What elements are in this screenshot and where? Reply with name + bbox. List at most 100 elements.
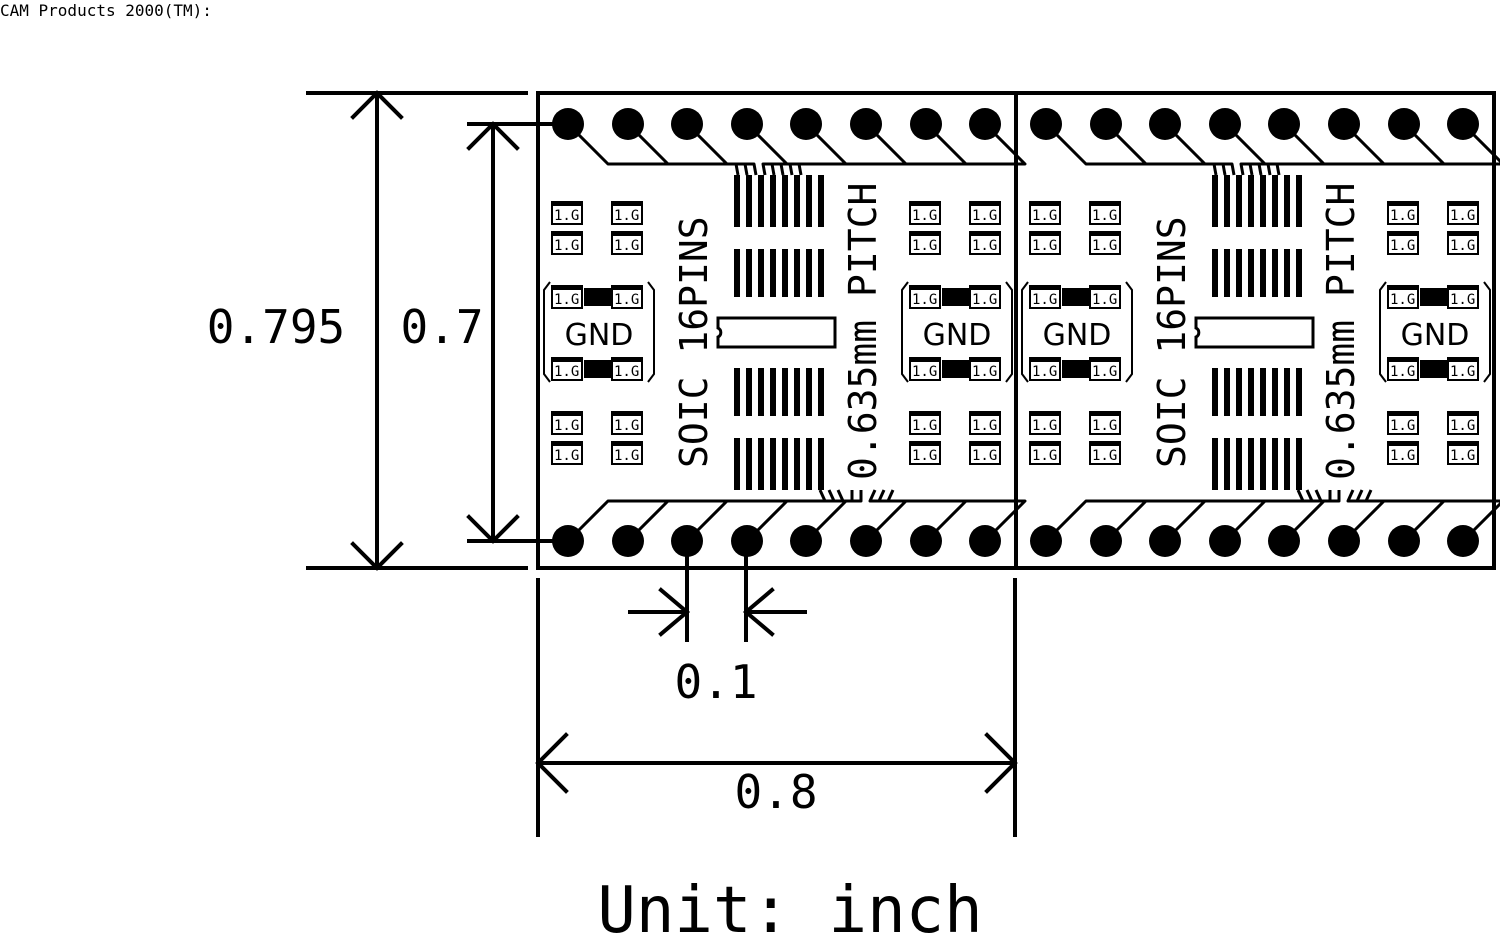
pitch-label: 0.635mm PITCH [841, 183, 885, 480]
soic-pad-top-4 [770, 175, 776, 227]
pin-top-7 [1388, 108, 1420, 140]
smd-pad-bar [970, 442, 1000, 446]
soic-pad-top-5 [1260, 175, 1266, 227]
pad-label: 1.G [1032, 238, 1057, 254]
smd-pad-2-2: 1.G [611, 231, 643, 255]
board-outline [1014, 91, 1496, 570]
smd-pad-2-4: 1.G [611, 357, 643, 381]
smd-pad-1-5: 1.G [1029, 411, 1061, 435]
gnd-label: GND [1043, 318, 1112, 353]
smd-pad-bar [1030, 442, 1060, 446]
gnd-bracket-left [1379, 281, 1387, 383]
trace-bottom-5 [804, 490, 863, 543]
smd-pad-2-1: 1.G [611, 201, 643, 225]
pad-label: 1.G [1092, 448, 1117, 464]
gnd-block-1: GND [543, 281, 655, 383]
pad-label: 1.G [1450, 238, 1475, 254]
smd-pad-bar [552, 358, 582, 362]
pad-label: 1.G [554, 448, 579, 464]
smd-pad-1-4: 1.G [551, 357, 583, 381]
smd-pad-3-6: 1.G [1387, 441, 1419, 465]
pad-label: 1.G [1390, 448, 1415, 464]
pin-bottom-1 [552, 525, 584, 557]
smd-pad-4-1: 1.G [1447, 201, 1479, 225]
soic-pad-bottom-inner-6 [1272, 368, 1278, 416]
gnd-pad-top [1420, 288, 1448, 306]
gnd-pad-bottom [584, 360, 612, 378]
smd-pad-bar [552, 232, 582, 236]
pin-bottom-4 [731, 525, 763, 557]
pad-label: 1.G [1092, 292, 1117, 308]
soic-pad-bottom-5 [782, 438, 788, 490]
smd-pad-bar [1448, 202, 1478, 206]
soic-pad-bottom-7 [1284, 438, 1290, 490]
pad-label: 1.G [912, 238, 937, 254]
smd-pad-bar [612, 232, 642, 236]
package-label: SOIC 16PINS [672, 216, 716, 468]
dim-label-board-width: 0.8 [734, 765, 817, 819]
pad-label: 1.G [1390, 238, 1415, 254]
soic-pad-bottom-7 [806, 438, 812, 490]
smd-pad-3-4: 1.G [1387, 357, 1419, 381]
smd-pad-3-3: 1.G [1387, 285, 1419, 309]
pad-label: 1.G [1092, 238, 1117, 254]
soic-pad-bottom-inner-8 [818, 368, 824, 416]
pad-label: 1.G [614, 448, 639, 464]
soic-pad-top-inner-4 [770, 249, 776, 297]
pad-label: 1.G [912, 364, 937, 380]
board-2: 1.G 1.G 1.G 1.G 1.G 1.G 1.G 1.G 1.G 1.G 1.G 1.G 1.G 1… [1014, 91, 1500, 570]
pin-top-1 [552, 108, 584, 140]
pin-bottom-5 [790, 525, 822, 557]
soic-pad-top-8 [818, 175, 824, 227]
trace-top-8 [797, 122, 1027, 176]
pad-label: 1.G [1092, 364, 1117, 380]
pin-top-4 [731, 108, 763, 140]
pin-top-5 [790, 108, 822, 140]
pad-label: 1.G [614, 292, 639, 308]
smd-pad-2-1: 1.G [1089, 201, 1121, 225]
pad-label: 1.G [1450, 364, 1475, 380]
smd-pad-3-2: 1.G [1387, 231, 1419, 255]
gnd-bracket-right [1483, 281, 1491, 383]
smd-pad-bar [1030, 412, 1060, 416]
trace-group [566, 122, 1027, 543]
pin-bottom-1 [1030, 525, 1062, 557]
smd-pad-bar [910, 358, 940, 362]
soic-pad-top-2 [1224, 175, 1230, 227]
pin-top-3 [671, 108, 703, 140]
pad-label: 1.G [1450, 208, 1475, 224]
soic-pad-top-6 [1272, 175, 1278, 227]
smd-pad-3-6: 1.G [909, 441, 941, 465]
smd-pad-bar [552, 412, 582, 416]
smd-pad-1-6: 1.G [1029, 441, 1061, 465]
soic-pad-top-inner-7 [806, 249, 812, 297]
smd-pad-bar [1388, 202, 1418, 206]
soic-pad-bottom-inner-2 [1224, 368, 1230, 416]
trace-top-8 [1275, 122, 1500, 176]
soic-pad-bottom-inner-5 [782, 368, 788, 416]
gnd-bracket-left [901, 281, 909, 383]
soic-pad-bottom-1 [734, 438, 740, 490]
pin-bottom-6 [1328, 525, 1360, 557]
soic-pad-bottom-1 [1212, 438, 1218, 490]
smd-pad-bar [1388, 412, 1418, 416]
gnd-bracket-left [1021, 281, 1029, 383]
smd-pad-bar [1448, 286, 1478, 290]
soic-pad-top-5 [782, 175, 788, 227]
gnd-label: GND [565, 318, 634, 353]
trace-top-2 [1104, 122, 1227, 176]
trace-top-3 [1163, 122, 1236, 176]
pad-label: 1.G [614, 238, 639, 254]
pin-bottom-3 [671, 525, 703, 557]
pad-label: 1.G [972, 448, 997, 464]
smd-pad-1-3: 1.G [1029, 285, 1061, 309]
soic-pad-top-2 [746, 175, 752, 227]
soic-pad-top-7 [1284, 175, 1290, 227]
dim-label-outer-height: 0.795 [207, 300, 345, 354]
pin-top-5 [1268, 108, 1300, 140]
ic-outline [1194, 316, 1315, 349]
smd-pad-3-5: 1.G [909, 411, 941, 435]
board-1: 1.G1.G1.G1.G1.G1.G1.G1.G1.G1.G1.G1.G1.G1… [536, 91, 1027, 570]
pad-label: 1.G [912, 208, 937, 224]
smd-pad-bar [910, 412, 940, 416]
